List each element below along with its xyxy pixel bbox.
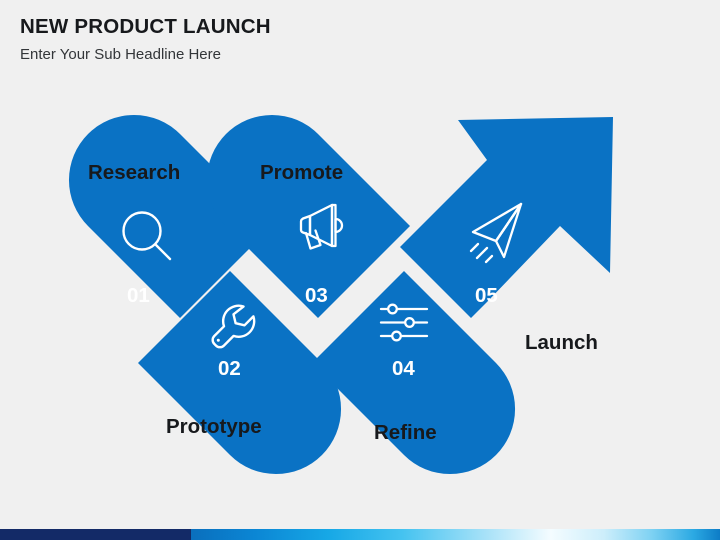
megaphone-icon [299,203,344,250]
step-1-label: Research [88,161,181,184]
footer-accent-bar [0,529,720,540]
step-5-number: 05 [475,284,498,307]
step-4-label: Refine [374,421,437,444]
header: NEW PRODUCT LAUNCH Enter Your Sub Headli… [20,14,660,65]
sliders-icon [379,303,429,342]
step-2-shape[interactable] [138,271,342,475]
step-3-label: Promote [260,161,344,184]
step-5-shape[interactable] [400,117,613,318]
step-2-label: Prototype [166,415,262,438]
magnifier-icon [122,211,172,261]
paper-plane-icon [469,202,523,264]
footer-navy-segment [0,529,191,540]
wrench-icon [211,304,256,349]
step-1-number: 01 [127,284,150,307]
step-2-number: 02 [218,357,241,380]
step-4-shape[interactable] [312,271,516,475]
step-3-number: 03 [305,284,328,307]
step-4-number: 04 [392,357,415,380]
footer-gradient-segment [191,529,720,540]
page-title: NEW PRODUCT LAUNCH [20,15,271,38]
page-subtitle: Enter Your Sub Headline Here [20,46,221,63]
step-1-shape[interactable] [68,114,272,319]
step-5-label: Launch [525,331,598,354]
